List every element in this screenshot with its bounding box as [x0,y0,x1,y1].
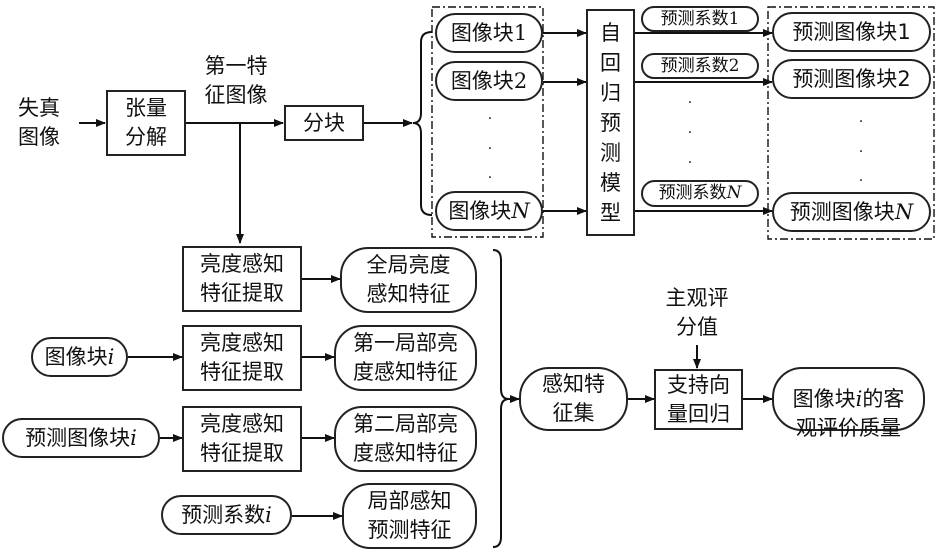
predicted-block-label: 预测图像块 [789,199,895,224]
predicted-block-index: 2 [897,66,911,91]
prediction-coefficient-n: 预测系数 N [641,180,759,207]
input-distorted-image: 失真 图像 [18,96,60,149]
blocking-box: 分块 [284,105,364,141]
coefficient-index: N [726,183,742,203]
predicted-block-index: 1 [897,19,911,44]
ellipsis-dot: · [858,173,864,189]
global-luminance-feature: 全局亮度 感知特征 [340,247,477,313]
image-block-label: 图像块 [450,20,514,45]
luminance-extraction-predicted: 亮度感知 特征提取 [182,406,302,472]
coefficient-index: 2 [728,55,740,76]
coefficient-label: 预测系数 [660,8,729,29]
image-block-index: 1 [513,20,528,45]
ellipsis-dot: · [858,144,864,160]
predicted-block-label: 预测图像块 [792,66,898,91]
coefficient-label: 预测系数 [660,55,729,76]
coefficient-i-index: i [265,502,272,527]
local-prediction-feature: 局部感知 预测特征 [342,483,477,549]
coefficient-i-label: 预测系数 [181,502,266,527]
ellipsis-dot: · [487,111,493,127]
first-feature-image-label: 第一特 征图像 [204,54,268,107]
image-block-index: N [511,198,530,223]
image-block-label: 图像块 [450,68,514,93]
luminance-extraction-global: 亮度感知 特征提取 [182,246,302,312]
ellipsis-dot: · [858,114,864,130]
image-block-label: 图像块 [448,198,512,223]
brace-features [492,249,510,548]
image-block-i-label: 图像块 [44,344,108,369]
image-block-index: 2 [513,68,528,93]
predicted-block-i-index: i [130,425,137,450]
output-label-index: i [855,386,863,411]
output-label-suffix: 的客 观评价质量 [796,386,905,440]
coefficient-index: 1 [728,8,740,29]
second-local-luminance-feature: 第二局部亮 度感知特征 [334,406,477,472]
ellipsis-dot: · [687,155,693,171]
image-block-i-index: i [107,344,115,369]
brace-image-blocks [412,31,433,216]
subjective-score-label: 主观评 分值 [665,286,729,339]
output-label-prefix: 图像块 [792,386,856,411]
objective-quality-output: 图像块i的客 观评价质量 [772,367,925,440]
group-box-predicted-blocks [767,6,935,240]
first-local-luminance-feature: 第一局部亮 度感知特征 [334,325,477,391]
luminance-extraction-block: 亮度感知 特征提取 [182,325,302,391]
predicted-block-index: N [894,199,914,224]
predicted-block-label: 预测图像块 [792,19,898,44]
autoregressive-model-box: 自 回 归 预 测 模 型 [586,9,635,236]
coefficient-label: 预测系数 [658,183,727,203]
prediction-coefficient-i: 预测系数 i [161,495,292,535]
ellipsis-dot: · [487,141,493,157]
ellipsis-dot: · [687,125,693,141]
prediction-coefficient-2: 预测系数 2 [641,53,759,79]
tensor-decomposition-box: 张量 分解 [106,90,186,156]
prediction-coefficient-1: 预测系数 1 [641,6,759,32]
perceptual-feature-set: 感知特 征集 [519,367,628,431]
group-box-image-blocks [431,6,544,238]
svr-box: 支持向 量回归 [654,369,743,430]
ellipsis-dot: · [487,170,493,186]
predicted-block-i-label: 预测图像块 [25,425,131,450]
ellipsis-dot: · [687,95,693,111]
